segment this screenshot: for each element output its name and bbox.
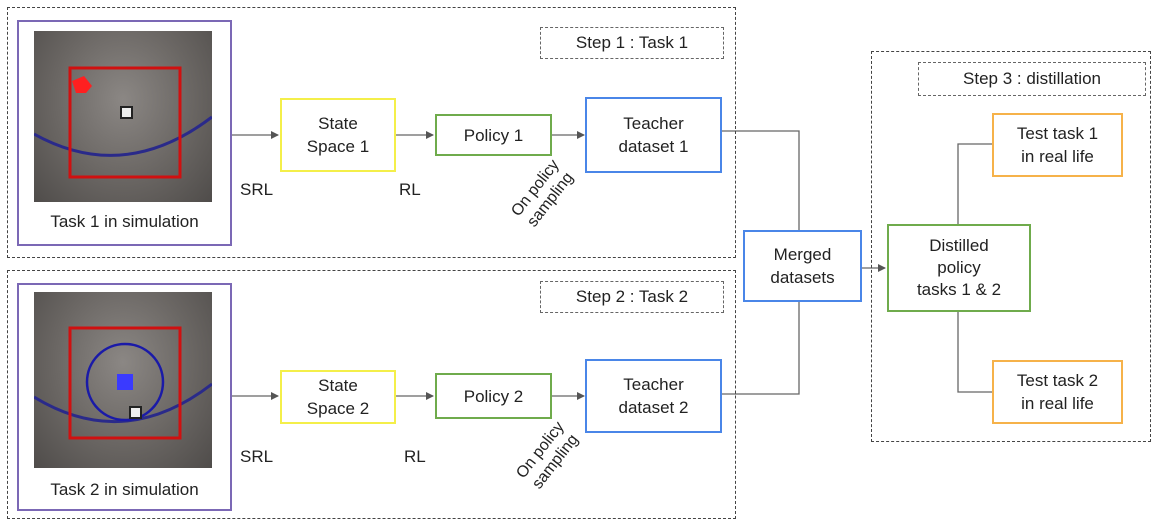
step2-container <box>7 270 736 519</box>
step3-label: Step 3 : distillation <box>918 62 1146 96</box>
distilled-policy-node: Distilled policy tasks 1 & 2 <box>887 224 1031 312</box>
policy-2-node: Policy 2 <box>435 373 552 419</box>
robot-arena-task1-image <box>34 31 212 202</box>
edge-teacher2-merged <box>722 302 800 395</box>
edge-teacher1-merged <box>722 130 800 230</box>
teacher-dataset-1-node: Teacher dataset 1 <box>585 97 722 173</box>
robot-arena-task2-image <box>34 292 212 468</box>
step3-container <box>871 51 1151 442</box>
task1-caption: Task 1 in simulation <box>50 212 199 231</box>
step1-label: Step 1 : Task 1 <box>540 27 724 59</box>
edge-distilled-test2 <box>957 312 992 393</box>
srl-label-1: SRL <box>240 180 274 199</box>
srl-label-2: SRL <box>240 447 274 466</box>
policy-1-node: Policy 1 <box>435 114 552 156</box>
test-task-1-node: Test task 1 in real life <box>992 113 1123 177</box>
task2-caption: Task 2 in simulation <box>50 480 199 499</box>
step2-label: Step 2 : Task 2 <box>540 281 724 313</box>
step1-container <box>7 7 736 258</box>
test-task-2-node: Test task 2 in real life <box>992 360 1123 424</box>
rl-label-1: RL <box>399 180 421 199</box>
state-space-2-node: State Space 2 <box>280 370 396 424</box>
merged-datasets-node: Merged datasets <box>743 230 862 302</box>
state-space-1-node: State Space 1 <box>280 98 396 172</box>
edge-distilled-test1 <box>957 143 992 224</box>
rl-label-2: RL <box>404 447 426 466</box>
teacher-dataset-2-node: Teacher dataset 2 <box>585 359 722 433</box>
